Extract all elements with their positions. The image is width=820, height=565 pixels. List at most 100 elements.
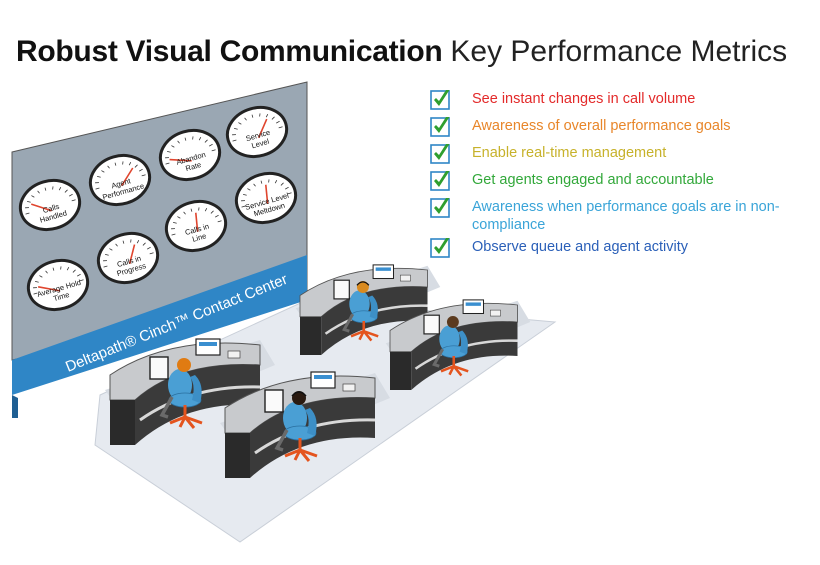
- gauge-tick: [232, 134, 237, 136]
- monitor-screen: [310, 371, 336, 389]
- gauge-tick: [103, 265, 108, 268]
- agent-legs: [159, 396, 174, 419]
- gauge-tick: [69, 193, 73, 197]
- gauge-tick: [107, 165, 110, 169]
- title-light: Key Performance Metrics: [450, 35, 788, 68]
- gauge-tick: [253, 183, 256, 187]
- chair-base: [284, 448, 318, 462]
- gauge-needle: [37, 286, 60, 292]
- gauge-tick: [232, 139, 237, 142]
- gauge-tick: [280, 182, 284, 186]
- gauge-tick: [114, 162, 117, 166]
- phone: [227, 350, 241, 359]
- monitor: [149, 356, 169, 380]
- gauge-needle: [30, 203, 52, 212]
- gauge-tick: [271, 116, 275, 120]
- checkbox-icon: [430, 144, 450, 164]
- desk-panel: [390, 351, 412, 390]
- monitor-bar: [314, 375, 332, 379]
- gauge-tick: [209, 143, 213, 147]
- gauge-face: [26, 258, 90, 312]
- gauge-tick: [171, 145, 175, 148]
- gauge-tick: [260, 180, 263, 184]
- gauge-tick: [211, 149, 216, 152]
- gauge-tick: [101, 170, 105, 173]
- gauge-tick: [210, 210, 214, 214]
- gauge-tick: [77, 273, 81, 277]
- workstation: [220, 371, 390, 478]
- gauge-tick: [66, 266, 70, 271]
- desk-panel: [110, 400, 135, 445]
- headset: [356, 281, 370, 286]
- chair-back: [305, 408, 317, 436]
- gauge-tick: [278, 126, 283, 129]
- chair-back: [458, 330, 468, 355]
- gauge-tick: [173, 222, 177, 224]
- phone: [342, 383, 356, 392]
- metric-text: Awareness of overall performance goals: [472, 118, 731, 134]
- gauge-tick: [122, 161, 124, 165]
- gauge-tick: [259, 113, 261, 117]
- gauge-tick: [141, 174, 146, 177]
- monitor-screen: [372, 264, 395, 280]
- gauge-tick: [60, 266, 62, 270]
- gauge-tick: [136, 239, 140, 244]
- gauge-tick: [274, 179, 278, 184]
- gauge-tick: [95, 182, 100, 184]
- gauge-tick: [287, 192, 292, 195]
- gauge: Service LevelMeltdown: [234, 171, 298, 225]
- agent-head: [446, 316, 459, 328]
- gauge-tick: [217, 220, 222, 223]
- gauge: AgentPerformance: [88, 153, 152, 207]
- gauge-tick: [139, 168, 143, 172]
- checkmark-icon: [434, 198, 450, 214]
- checkbox-icon: [430, 117, 450, 137]
- monitor-screen: [462, 299, 485, 315]
- workstation: [105, 338, 275, 445]
- title-bold: Robust Visual Communication: [16, 35, 443, 68]
- gauge-tick: [198, 136, 202, 141]
- monitor-screen: [195, 338, 221, 356]
- gauge-tick: [71, 199, 76, 202]
- monitor-bar: [465, 302, 481, 306]
- checkbox-icon: [430, 198, 450, 218]
- chair-base: [169, 415, 203, 429]
- gauge-tick: [95, 187, 100, 190]
- headset: [291, 391, 307, 397]
- gauge-tick: [177, 140, 180, 144]
- gauge-tick: [142, 242, 146, 246]
- gauge-tick: [265, 113, 269, 118]
- gauge-needle: [194, 212, 199, 232]
- gauge-tick: [128, 161, 132, 166]
- gauge-tick: [165, 162, 170, 165]
- gauge-tick: [234, 128, 238, 130]
- gauge-tick: [215, 214, 219, 218]
- wall-banner: [12, 255, 307, 395]
- agent-legs: [342, 313, 355, 333]
- workstation: [295, 264, 441, 355]
- gauge-needle: [257, 118, 268, 139]
- desk-panel: [225, 433, 250, 478]
- gauge-face: [164, 199, 228, 253]
- gauge-tick: [64, 189, 68, 193]
- gauge-face: [158, 128, 222, 182]
- gauge-tick: [285, 186, 289, 190]
- gauge-tick: [45, 270, 48, 274]
- checkmark-icon: [434, 90, 450, 106]
- gauge-tick: [35, 281, 39, 283]
- checkbox-icon: [430, 171, 450, 191]
- gauge-needle: [264, 184, 269, 204]
- gauge-tick: [147, 246, 151, 250]
- checkmark-icon: [434, 238, 450, 254]
- gauge-tick: [183, 211, 186, 215]
- gauge-tick: [238, 122, 242, 125]
- gauge-tick: [241, 205, 246, 208]
- gauge-tick: [171, 228, 176, 230]
- gauge-needle: [169, 158, 192, 162]
- gauge-tick: [39, 275, 43, 278]
- gauge-tick: [241, 200, 246, 202]
- gauge-face: [96, 231, 160, 285]
- gauge-tick: [130, 239, 132, 243]
